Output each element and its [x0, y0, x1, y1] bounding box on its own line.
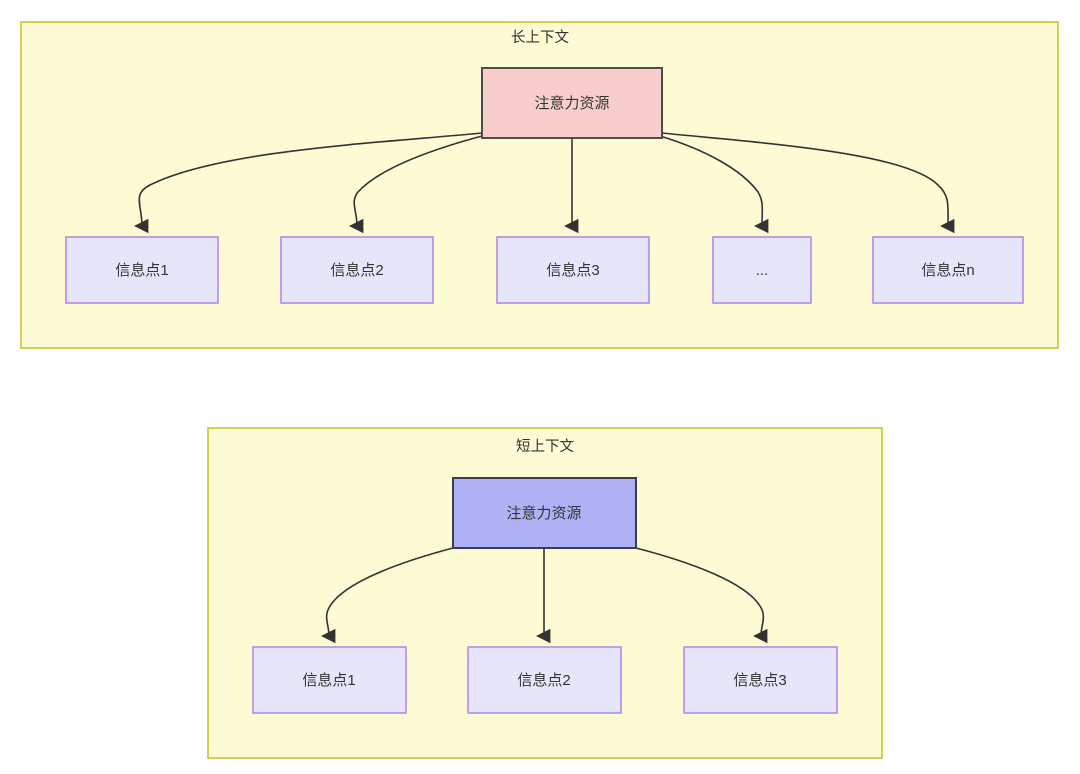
node-info-1-box[interactable] [65, 236, 219, 304]
node-info-3-box[interactable] [496, 236, 650, 304]
group-short-context: 短上下文 注意力资源 信息点1 信息点2 信息点3 [207, 427, 883, 759]
node-info-3[interactable]: 信息点3 [496, 236, 650, 304]
node-attention-long[interactable]: 注意力资源 [481, 67, 663, 139]
edge-attention-short-to-info-1 [321, 547, 454, 644]
group-long-context: 长上下文 注意力资源 信息点1 信息点2 信息点 [20, 21, 1059, 349]
node-info-n-label: 信息点n [921, 262, 974, 279]
node-info-s3-box[interactable] [683, 646, 838, 714]
node-info-s1[interactable]: 信息点1 [252, 646, 407, 714]
node-info-ellipsis[interactable]: ... [712, 236, 812, 304]
node-info-s1-box[interactable] [252, 646, 407, 714]
node-attention-short[interactable]: 注意力资源 [452, 477, 637, 549]
node-info-s3[interactable]: 信息点3 [683, 646, 838, 714]
edge-attention-short-to-info-3 [635, 547, 768, 644]
group-label-short-context: 短上下文 [516, 438, 574, 455]
node-info-2-box[interactable] [280, 236, 434, 304]
node-info-n[interactable]: 信息点n [872, 236, 1024, 304]
node-info-3-label: 信息点3 [546, 262, 599, 279]
node-info-2[interactable]: 信息点2 [280, 236, 434, 304]
node-info-s2-label: 信息点2 [517, 672, 570, 689]
edge-attention-to-info-1 [134, 132, 483, 234]
edge-attention-to-info-2 [349, 135, 483, 234]
node-attention-short-box[interactable] [452, 477, 637, 549]
node-info-ellipsis-label: ... [756, 262, 769, 279]
edge-attention-to-info-ellipsis [659, 135, 769, 234]
node-info-1[interactable]: 信息点1 [65, 236, 219, 304]
node-info-ellipsis-box[interactable] [712, 236, 812, 304]
node-info-s2-box[interactable] [467, 646, 622, 714]
node-attention-short-label: 注意力资源 [506, 504, 581, 522]
node-info-s2[interactable]: 信息点2 [467, 646, 622, 714]
node-info-s1-label: 信息点1 [302, 672, 355, 689]
node-attention-long-box[interactable] [481, 67, 663, 139]
node-info-1-label: 信息点1 [115, 262, 168, 279]
node-info-2-label: 信息点2 [330, 262, 383, 279]
group-label-long-context: 长上下文 [511, 29, 569, 46]
node-attention-long-label: 注意力资源 [534, 94, 609, 112]
edge-attention-to-info-n [661, 132, 955, 234]
node-info-n-box[interactable] [872, 236, 1024, 304]
node-info-s3-label: 信息点3 [733, 672, 786, 689]
